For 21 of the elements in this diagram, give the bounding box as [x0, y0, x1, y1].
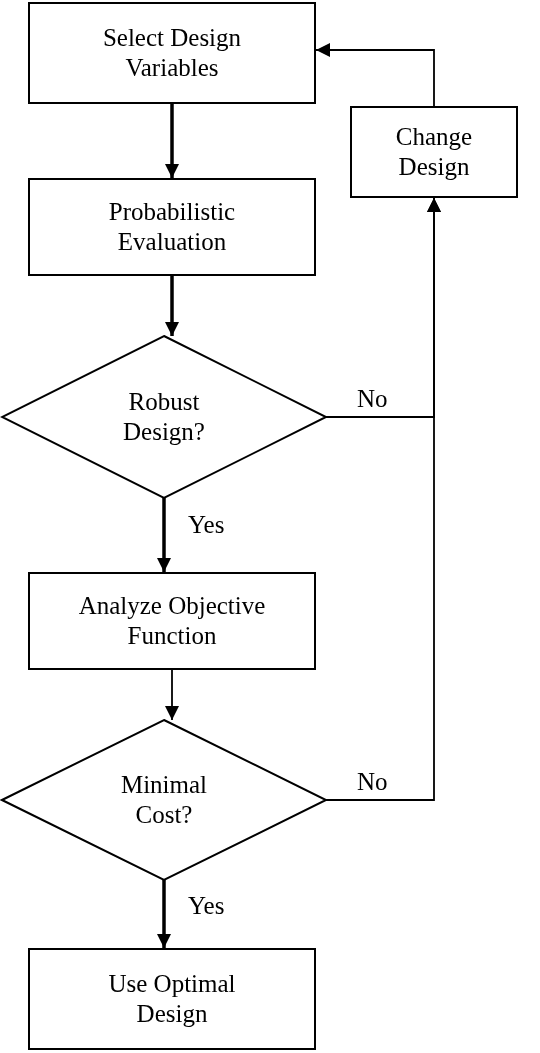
decision-label: Minimal Cost? — [119, 770, 209, 830]
arrow — [157, 880, 171, 948]
process-box — [28, 572, 316, 670]
arrow — [165, 276, 179, 336]
process-label: Analyze Objective Function — [77, 591, 267, 651]
arrow — [165, 104, 179, 178]
decision-diamond — [0, 718, 329, 882]
decision-label: Robust Design? — [122, 387, 206, 447]
process-label: Select Design Variables — [101, 23, 243, 83]
process-box — [28, 2, 316, 104]
process-box — [28, 178, 316, 276]
process-box — [28, 948, 316, 1050]
arrow — [315, 43, 435, 107]
arrow — [165, 669, 179, 721]
process-label: Change Design — [394, 122, 474, 182]
process-label: Probabilistic Evaluation — [107, 197, 237, 257]
process-box — [350, 106, 518, 198]
decision-diamond — [0, 334, 329, 500]
process-label: Use Optimal Design — [107, 969, 237, 1029]
arrow — [325, 197, 441, 801]
arrow — [157, 498, 171, 572]
